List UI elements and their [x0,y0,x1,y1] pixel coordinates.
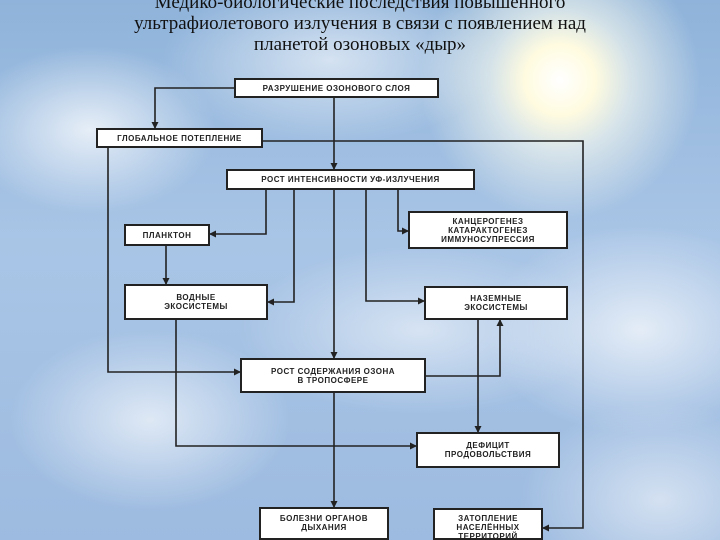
node-label: БОЛЕЗНИ ОРГАНОВ [279,514,369,523]
connector [263,140,584,532]
node-label: В ТРОПОСФЕРЕ [297,375,369,385]
node-label: ДЫХАНИЯ [301,523,347,532]
node-label: ДЕФИЦИТ [466,441,510,450]
node-label: ГЛОБАЛЬНОЕ ПОТЕПЛЕНИЕ [117,133,242,143]
node-label: ТЕРРИТОРИЙ [458,532,518,540]
title-line: Медико-биологические последствия повышен… [154,0,566,13]
slide-title: Медико-биологические последствия повышен… [40,0,680,55]
node-land-ecosystems: НАЗЕМНЫЕ ЭКОСИСТЕМЫ [424,286,568,320]
node-label: ЗАТОПЛЕНИЕ [458,514,518,523]
node-label: РОСТ ИНТЕНСИВНОСТИ УФ-ИЗЛУЧЕНИЯ [261,175,440,184]
node-label: НАСЕЛЁННЫХ [456,523,520,532]
title-line: ультрафиолетового излучения в связи с по… [134,13,586,34]
connector [426,319,504,377]
node-uv-growth: РОСТ ИНТЕНСИВНОСТИ УФ-ИЗЛУЧЕНИЯ [226,169,475,190]
node-flooding: ЗАТОПЛЕНИЕ НАСЕЛЁННЫХ ТЕРРИТОРИЙ [433,508,543,540]
connector [267,190,295,306]
node-food-deficit: ДЕФИЦИТ ПРОДОВОЛЬСТВИЯ [416,432,560,468]
node-label: ИММУНОСУПРЕССИЯ [441,234,535,244]
connector [175,320,417,450]
node-label: ЭКОСИСТЕМЫ [464,303,528,312]
node-label: РАЗРУШЕНИЕ ОЗОНОВОГО СЛОЯ [262,83,411,93]
node-label: ПРОДОВОЛЬСТВИЯ [444,450,532,459]
node-label: КАНЦЕРОГЕНЕЗ [452,216,524,226]
node-ozone-destruction: РАЗРУШЕНИЕ ОЗОНОВОГО СЛОЯ [234,78,439,98]
connector [209,190,267,238]
node-water-ecosystems: ВОДНЫЕ ЭКОСИСТЕМЫ [124,284,268,320]
node-label: КАТАРАКТОГЕНЕЗ [448,225,528,235]
node-label: РОСТ СОДЕРЖАНИЯ ОЗОНА [270,366,395,376]
connector [397,190,409,235]
node-label: ЭКОСИСТЕМЫ [164,302,228,311]
node-health-effects: КАНЦЕРОГЕНЕЗ КАТАРАКТОГЕНЕЗ ИММУНОСУПРЕС… [408,211,568,249]
node-plankton: ПЛАНКТОН [124,224,210,246]
node-tropo-ozone: РОСТ СОДЕРЖАНИЯ ОЗОНА В ТРОПОСФЕРЕ [240,358,426,393]
node-respiratory-disease: БОЛЕЗНИ ОРГАНОВ ДЫХАНИЯ [259,507,389,540]
node-global-warming: ГЛОБАЛЬНОЕ ПОТЕПЛЕНИЕ [96,128,263,148]
connector [107,148,241,376]
connector [365,190,425,305]
node-label: ВОДНЫЕ [176,293,216,302]
node-label: НАЗЕМНЫЕ [470,294,522,303]
title-line: планетой озоновых «дыр» [253,34,467,55]
node-label: ПЛАНКТОН [142,230,192,240]
connector [151,87,234,129]
